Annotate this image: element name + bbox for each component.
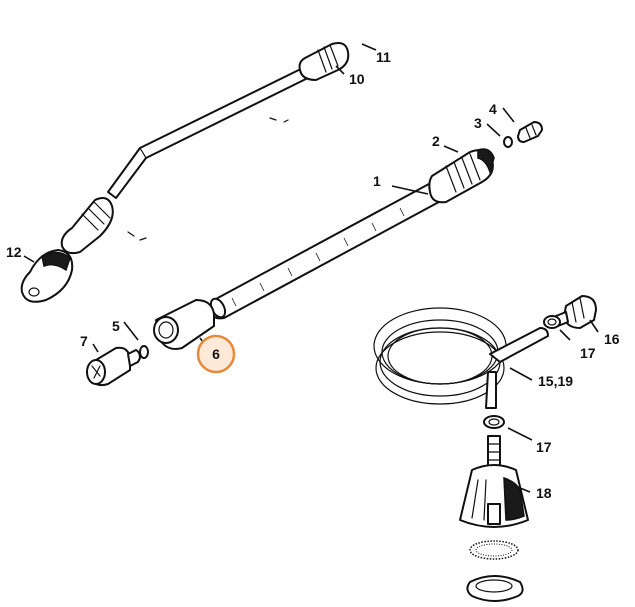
label-part-18[interactable]: 18: [536, 485, 552, 501]
label-part-6: 6: [212, 346, 220, 362]
label-part-16[interactable]: 16: [604, 331, 620, 347]
hose-connector: [555, 295, 597, 329]
hose-clamp-lower: [483, 415, 505, 429]
leader-lines: [23, 43, 599, 493]
label-part-17-upper[interactable]: 17: [580, 345, 596, 361]
label-part-2[interactable]: 2: [432, 133, 440, 149]
label-part-1[interactable]: 1: [373, 173, 381, 189]
suction-hose-coil: [373, 307, 549, 409]
label-part-7[interactable]: 7: [80, 333, 88, 349]
label-part-3[interactable]: 3: [474, 115, 482, 131]
label-part-11[interactable]: 11: [376, 49, 391, 65]
o-ring-part-5: [139, 345, 149, 359]
label-part-10[interactable]: 10: [349, 71, 365, 87]
label-part-17-lower[interactable]: 17: [536, 439, 552, 455]
label-part-5[interactable]: 5: [112, 318, 120, 334]
spray-tube: [209, 177, 451, 320]
o-ring-small: [503, 136, 513, 148]
label-part-15-19[interactable]: 15,19: [538, 373, 573, 389]
highlight-ring: [196, 334, 236, 374]
lance-assembly: [60, 42, 350, 255]
label-part-12[interactable]: 12: [6, 244, 22, 260]
highlight-callout-6[interactable]: 6: [196, 334, 236, 374]
nozzle-insert: [86, 346, 141, 387]
sleeve-part-6: [153, 299, 215, 350]
strainer-housing: [459, 435, 529, 602]
handle-coupling: [428, 148, 495, 204]
nozzle-cap: [20, 249, 74, 303]
hose-clamp-upper: [543, 315, 561, 329]
label-part-4[interactable]: 4: [489, 101, 497, 117]
nipple-fitting: [517, 121, 543, 143]
